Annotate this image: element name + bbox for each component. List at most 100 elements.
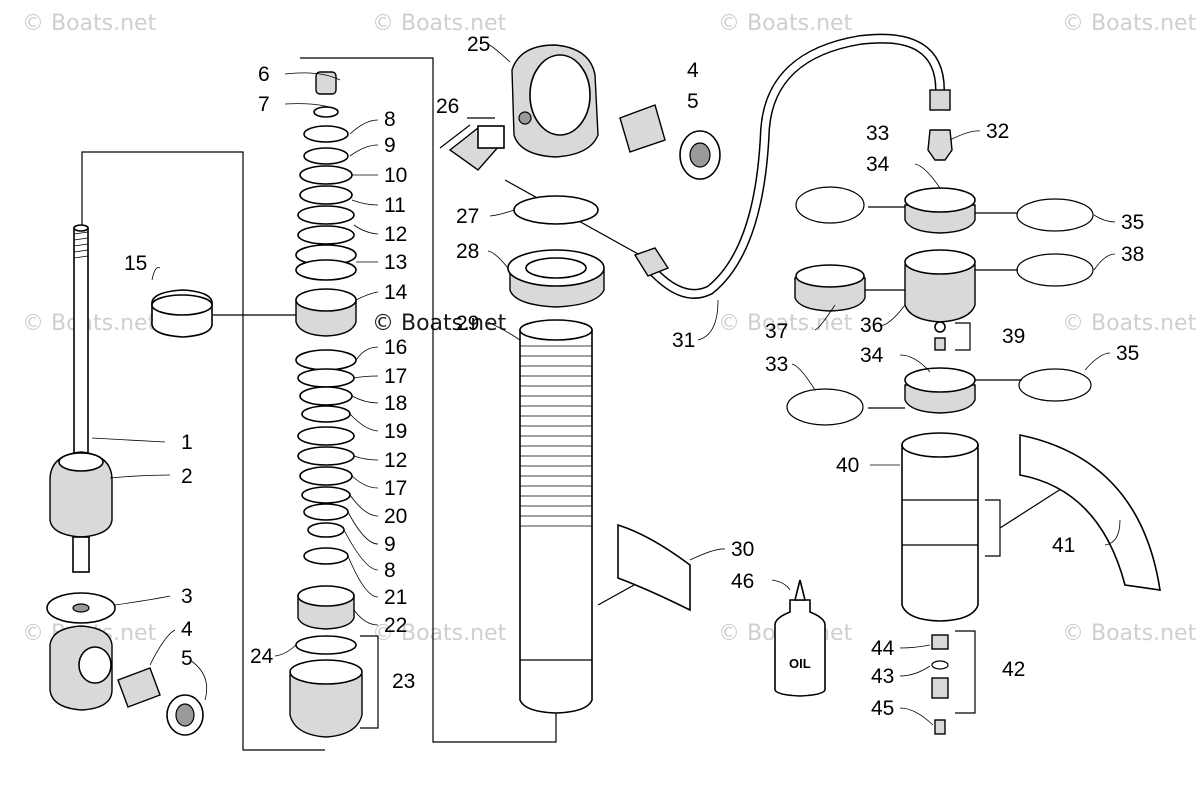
shim — [299, 466, 353, 486]
callout-9: 9 — [384, 533, 396, 556]
bracket-line — [985, 499, 1001, 557]
seal-head — [289, 674, 363, 738]
watermark-center-text: © Boats.net — [372, 311, 507, 336]
callout-44: 44 — [871, 637, 895, 660]
shim — [303, 125, 349, 143]
callout-4: 4 — [181, 618, 193, 641]
callout-23: 23 — [392, 670, 415, 693]
reservoir-hose — [633, 33, 953, 299]
callout-15: 15 — [124, 252, 147, 275]
callout-40: 40 — [836, 454, 859, 477]
callout-30: 30 — [731, 538, 754, 561]
callout-3: 3 — [181, 585, 193, 608]
callout-12: 12 — [384, 449, 407, 472]
shim — [303, 503, 349, 521]
callout-28: 28 — [456, 240, 479, 263]
watermark-text: © Boats.net — [22, 311, 157, 336]
bracket-line — [360, 635, 379, 729]
shim — [299, 185, 353, 205]
callout-25: 25 — [467, 33, 490, 56]
bracket-line — [955, 322, 971, 351]
watermark-text: © Boats.net — [372, 11, 507, 36]
shim — [299, 386, 353, 406]
callout-7: 7 — [258, 93, 270, 116]
callout-11: 11 — [384, 194, 406, 217]
watermark-text: © Boats.net — [718, 311, 853, 336]
shim — [297, 368, 355, 388]
callout-34: 34 — [860, 344, 884, 367]
callout-32: 32 — [986, 120, 1009, 143]
callout-8: 8 — [384, 108, 396, 131]
shim — [297, 446, 355, 466]
shaft-assembly — [46, 224, 213, 736]
piston — [904, 384, 976, 414]
o-ring — [1018, 368, 1092, 402]
valve-core — [934, 337, 946, 351]
callout-17: 17 — [384, 365, 407, 388]
callout-2: 2 — [181, 465, 193, 488]
heat-shield — [1019, 434, 1161, 591]
shim — [297, 205, 355, 225]
connector-line — [300, 57, 557, 743]
valve-stack — [289, 71, 363, 738]
rod-end — [73, 224, 89, 232]
callout-21: 21 — [384, 586, 407, 609]
callout-45: 45 — [871, 697, 894, 720]
callout-37: 37 — [765, 320, 788, 343]
cylinder-body — [519, 329, 593, 714]
hose-fitting — [927, 129, 953, 161]
connector-lines — [81, 57, 1076, 751]
callout-20: 20 — [384, 505, 407, 528]
callout-5: 5 — [687, 90, 699, 113]
oil-bottle-label: OIL — [789, 656, 811, 671]
callout-1: 1 — [181, 431, 193, 454]
callout-6: 6 — [258, 63, 270, 86]
callout-14: 14 — [384, 281, 408, 304]
o-ring — [513, 195, 599, 225]
callout-labels: 1 2 3 4 5 4 5 6 7 8 9 10 11 12 13 14 15 … — [124, 33, 1144, 720]
sleeve — [617, 523, 691, 612]
callout-41: 41 — [1052, 534, 1075, 557]
callout-leaders — [91, 43, 1121, 726]
callout-12: 12 — [384, 223, 407, 246]
callout-18: 18 — [384, 392, 407, 415]
callout-26: 26 — [436, 95, 459, 118]
shim — [297, 225, 355, 245]
o-ring — [1016, 198, 1094, 232]
watermark-text: © Boats.net — [1062, 311, 1197, 336]
callout-33: 33 — [765, 353, 788, 376]
shim — [307, 522, 345, 538]
reservoir-canister — [901, 444, 979, 622]
rod-bumper-top — [58, 452, 104, 472]
shim — [297, 426, 355, 446]
oil-bottle: OIL — [774, 579, 826, 697]
callout-22: 22 — [384, 614, 407, 637]
valve-core — [934, 321, 946, 333]
callout-35: 35 — [1116, 342, 1139, 365]
shim — [299, 165, 353, 185]
shim — [295, 349, 357, 371]
callout-36: 36 — [860, 314, 883, 337]
callout-9: 9 — [384, 134, 396, 157]
bracket-line — [955, 630, 976, 714]
callout-4: 4 — [687, 59, 699, 82]
callout-29: 29 — [456, 312, 479, 335]
callout-42: 42 — [1002, 658, 1025, 681]
callout-38: 38 — [1121, 243, 1144, 266]
nut — [315, 71, 337, 95]
valve-cap — [931, 634, 949, 650]
callout-17: 17 — [384, 477, 407, 500]
shim — [303, 147, 349, 165]
lower-eye-bore — [78, 646, 112, 684]
callout-31: 31 — [672, 329, 695, 352]
washer — [313, 106, 339, 118]
cylinder-threads — [520, 345, 592, 661]
watermark-text: © Boats.net — [372, 621, 507, 646]
callout-5: 5 — [181, 647, 193, 670]
upper-bushing — [619, 104, 666, 153]
callout-46: 46 — [731, 570, 754, 593]
piston — [904, 204, 976, 234]
hose-fitting — [929, 89, 951, 111]
shim — [295, 259, 357, 281]
screw — [934, 719, 946, 735]
